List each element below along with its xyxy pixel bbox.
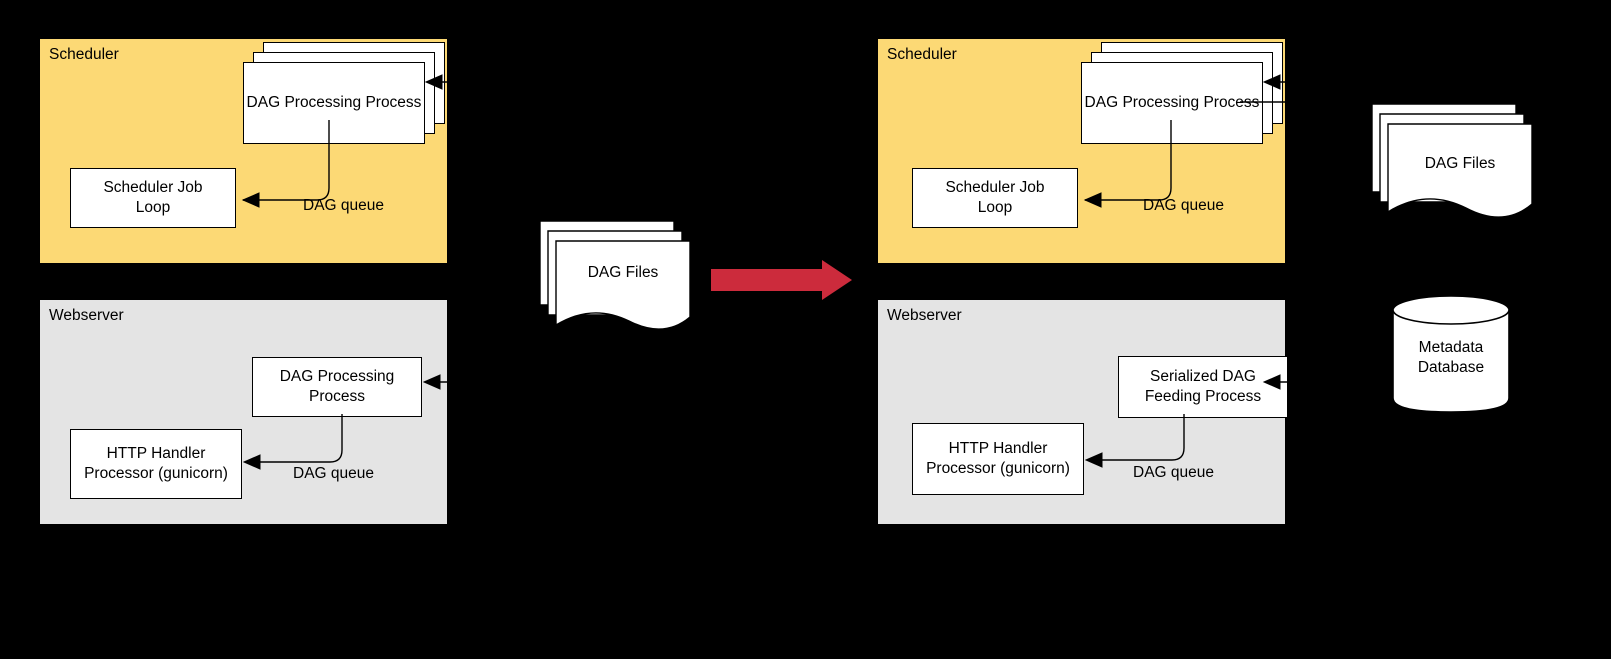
left-webserver-http-handler-label-2: Processor (gunicorn): [84, 465, 228, 482]
left-scheduler-dag-queue-connector: [241, 120, 330, 208]
left-scheduler-dag-queue-label: DAG queue: [303, 197, 384, 214]
left-scheduler-job-loop-label-1: Scheduler Job: [103, 179, 203, 196]
left-scheduler-dag-processing-label-2: Process: [365, 94, 422, 111]
right-webserver-http-handler-box[interactable]: HTTP Handler Processor (gunicorn): [912, 423, 1084, 495]
left-scheduler-zone-label: Scheduler: [49, 46, 119, 63]
right-scheduler-dag-processing-label-2: Process: [1203, 94, 1260, 111]
left-webserver-dag-queue-label: DAG queue: [293, 465, 374, 482]
left-scheduler-dag-processing-stack[interactable]: DAG Processing Process: [243, 42, 445, 144]
right-webserver-serialized-feeder-label-2: Feeding Process: [1144, 388, 1262, 405]
right-scheduler-dag-processing-stack[interactable]: DAG Processing Process: [1081, 42, 1283, 144]
center-dag-files-label: DAG Files: [587, 264, 659, 281]
left-scheduler-dag-processing-label-1: DAG Processing: [246, 94, 362, 111]
left-webserver-dag-files-input-arrow: [422, 374, 468, 390]
right-webserver-http-handler-label-1: HTTP Handler: [948, 440, 1048, 457]
right-scheduler-dag-queue-label: DAG queue: [1143, 197, 1224, 214]
right-scheduler-dag-processing-label-1: DAG Processing: [1084, 94, 1200, 111]
left-webserver-dag-processing-label-2: Process: [308, 388, 365, 405]
right-dag-files-label: DAG Files: [1424, 155, 1496, 172]
right-scheduler-job-loop-label-1: Scheduler Job: [945, 179, 1045, 196]
right-scheduler-dag-queue-connector: [1083, 120, 1172, 208]
left-scheduler-job-loop-box[interactable]: Scheduler Job Loop: [70, 168, 236, 228]
right-webserver-dag-queue-connector: [1084, 414, 1185, 468]
transition-arrow: [711, 260, 852, 300]
right-scheduler-job-loop-label-2: Loop: [977, 199, 1013, 216]
left-webserver-http-handler-box[interactable]: HTTP Handler Processor (gunicorn): [70, 429, 242, 499]
right-scheduler-zone-label: Scheduler: [887, 46, 957, 63]
stack-sheet-front: DAG Processing Process: [243, 62, 425, 144]
metadata-database-label-1: Metadata: [1418, 339, 1484, 356]
left-scheduler-job-loop-label-2: Loop: [135, 199, 171, 216]
right-webserver-serialized-feeder-label-1: Serialized DAG: [1150, 368, 1256, 385]
right-scheduler-dag-files-input-arrow: [1262, 74, 1298, 90]
left-webserver-zone-label: Webserver: [49, 307, 124, 324]
right-webserver-dag-queue-label: DAG queue: [1133, 464, 1214, 481]
left-webserver-dag-processing-box[interactable]: DAG Processing Process: [252, 357, 422, 417]
left-webserver-dag-queue-connector: [242, 414, 343, 470]
right-webserver-metadata-db-read-arrow: [1262, 374, 1298, 390]
right-scheduler-metadata-db-write-line: [1240, 101, 1298, 103]
left-scheduler-dag-files-input-arrow: [424, 74, 468, 90]
right-webserver-zone-label: Webserver: [887, 307, 962, 324]
right-scheduler-job-loop-box[interactable]: Scheduler Job Loop: [912, 168, 1078, 228]
metadata-database-label-2: Database: [1417, 359, 1485, 376]
metadata-database-cylinder[interactable]: Metadata Database: [1391, 294, 1511, 414]
right-dag-files-document-stack[interactable]: DAG Files: [1366, 100, 1538, 230]
center-dag-files-document-stack[interactable]: DAG Files: [534, 217, 696, 337]
left-webserver-dag-processing-label-1: DAG Processing: [279, 368, 395, 385]
right-webserver-serialized-feeder-box[interactable]: Serialized DAG Feeding Process: [1118, 356, 1288, 418]
right-webserver-http-handler-label-2: Processor (gunicorn): [926, 460, 1070, 477]
left-webserver-http-handler-label-1: HTTP Handler: [106, 445, 206, 462]
stack-sheet-front: DAG Processing Process: [1081, 62, 1263, 144]
